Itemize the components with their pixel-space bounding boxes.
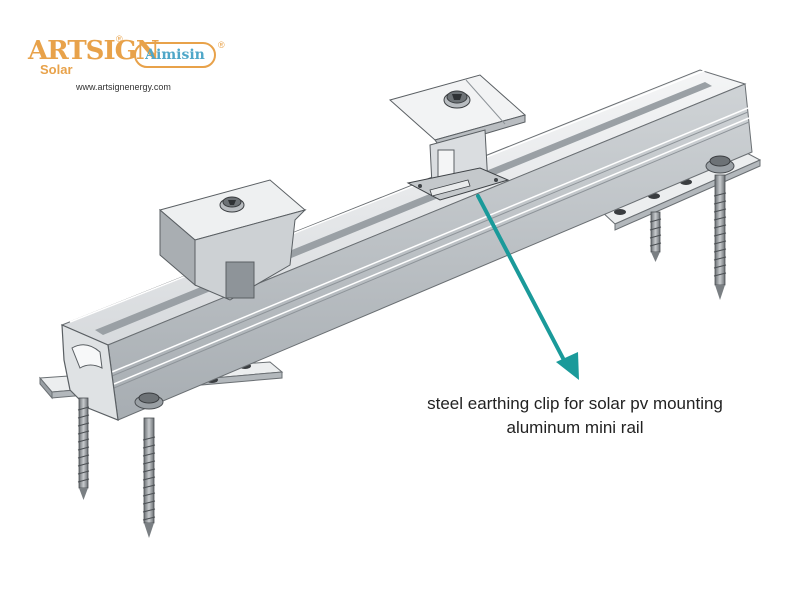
lag-screw-right-2 (705, 155, 735, 300)
product-caption: steel earthing clip for solar pv mountin… (380, 392, 770, 440)
steel-earthing-clip (406, 167, 510, 201)
caption-line-2: aluminum mini rail (506, 418, 644, 437)
website-url: www.artsignenergy.com (76, 82, 171, 92)
mid-clamp (158, 179, 307, 301)
lag-screw-right-1 (649, 211, 662, 262)
artsign-logo-subtext: Solar (40, 62, 73, 77)
aimisin-logo-text: Aimisin (145, 47, 205, 63)
lag-screw-left-1 (77, 397, 90, 500)
caption-line-1: steel earthing clip for solar pv mountin… (427, 394, 723, 413)
artsign-logo: ARTSIGN Solar ® (28, 34, 160, 80)
registered-mark-icon: ® (218, 40, 225, 50)
plate-hole (614, 209, 626, 215)
lag-screw-left-2 (134, 392, 164, 538)
pointer-arrow (476, 194, 579, 380)
registered-mark-icon: ® (116, 34, 123, 44)
aimisin-logo: Aimisin (134, 42, 216, 68)
